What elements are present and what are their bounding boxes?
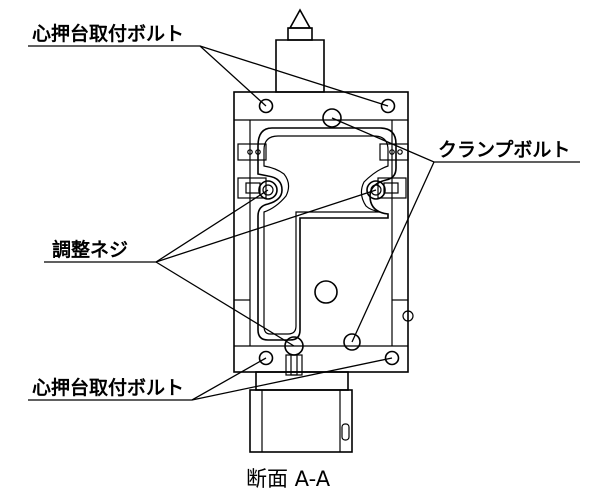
clamp-bolt-holes [314,108,361,351]
mount-bolt-holes-top [258,98,396,114]
side-hole [402,310,414,322]
lower-housing [249,371,353,453]
adjust-screw-right [366,177,407,200]
section-caption: 断面 A-A [246,467,331,491]
label-mount-bolt-top: 心押台取付ボルト [32,22,184,45]
bottom-stud [284,336,304,376]
leader-lines [28,45,580,401]
side-slots [237,143,409,161]
inner-cavity [257,127,397,341]
label-clamp-bolt: クランプボルト [438,138,570,161]
label-mount-bolt-bottom: 心押台取付ボルト [32,376,184,399]
center-point [275,8,325,93]
adjust-screw-left [237,177,278,200]
mount-bolt-holes-bottom [258,350,400,366]
label-adjust-screw: 調整ネジ [52,238,128,261]
